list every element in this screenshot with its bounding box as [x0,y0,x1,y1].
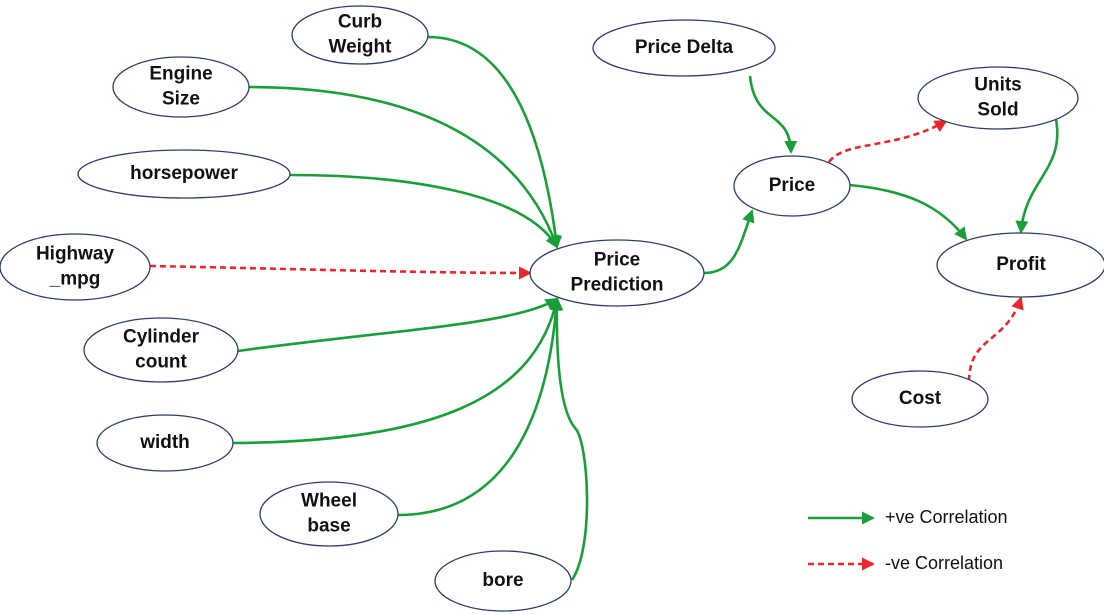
node-width-label: width [139,432,190,453]
edge-units-sold-to-profit [1015,118,1059,234]
edges [149,35,1059,581]
node-bore-label: bore [482,570,523,591]
edge-price-delta-to-price [748,75,798,154]
edge-width-to-price-prediction [232,297,561,445]
node-highway-mpg-label: Highway_mpg [36,244,115,290]
node-cost-label: Cost [899,388,942,409]
node-cost: Cost [851,370,989,428]
edge-cost-to-profit [967,296,1024,382]
node-horsepower-label: horsepower [130,163,238,184]
node-price-label: Price [769,175,815,196]
node-profit: Profit [936,232,1104,298]
edge-curb-weight-to-price-prediction [427,35,563,249]
edge-wheel-base-to-price-prediction [397,297,563,517]
edge-horsepower-to-price-prediction [289,173,559,249]
legend: +ve Correlation -ve Correlation [808,507,1008,573]
edge-price-prediction-to-price [703,209,755,275]
edge-highway-mpg-to-price-prediction [149,264,532,280]
edge-cylinder-count-to-price-prediction [237,297,559,353]
legend-positive-label: +ve Correlation [885,507,1008,527]
edge-price-to-profit [848,183,968,241]
node-bore: bore [434,550,572,612]
edge-engine-size-to-price-prediction [248,85,560,249]
node-profit-label: Profit [996,254,1046,275]
node-width: width [96,414,234,472]
node-price-delta: Price Delta [592,19,776,77]
edge-bore-to-price-prediction [550,297,589,581]
node-horsepower: horsepower [77,149,291,199]
edge-price-to-units-sold [827,119,948,163]
node-highway-mpg: Highway_mpg [0,233,151,301]
legend-negative-label: -ve Correlation [885,553,1003,573]
node-price-delta-label: Price Delta [635,37,734,58]
node-price: Price [733,155,851,217]
